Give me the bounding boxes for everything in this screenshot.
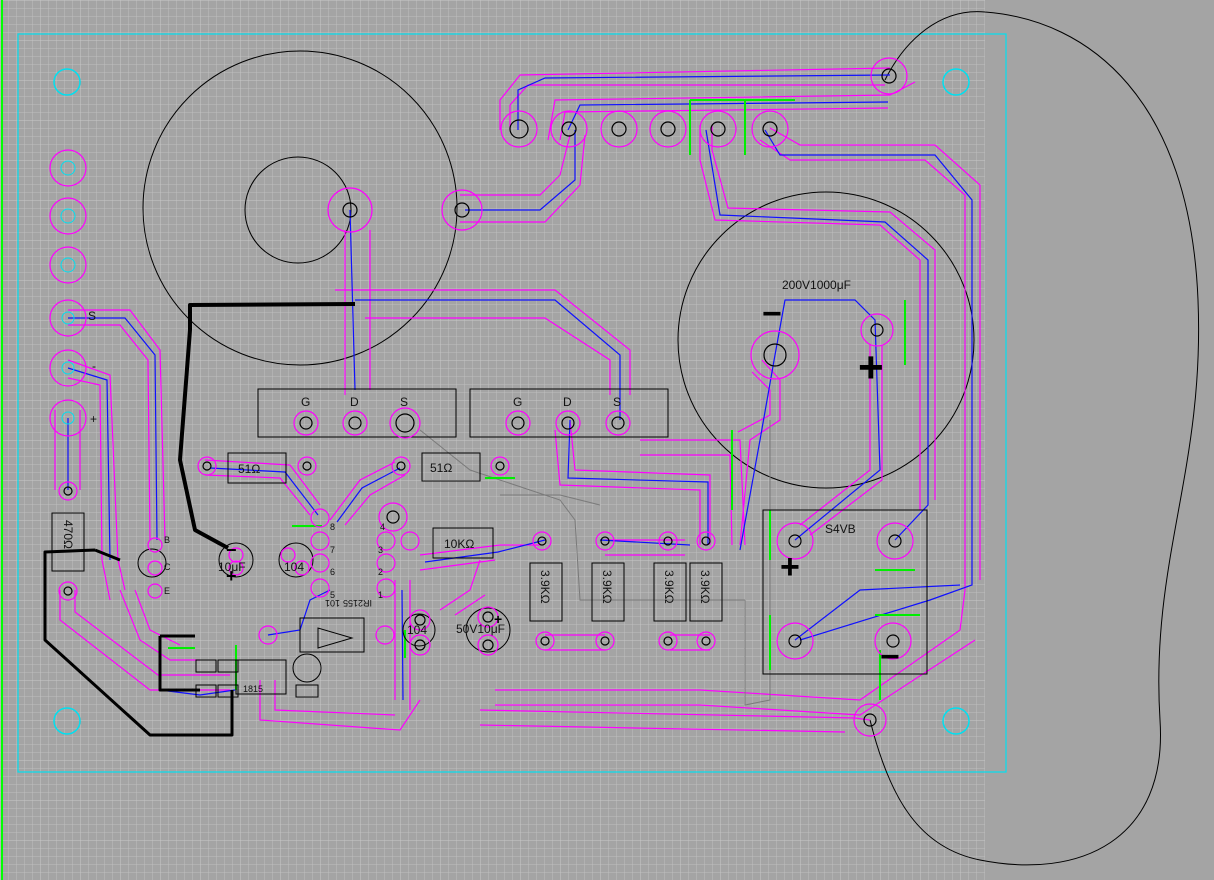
resistor-470: [51, 512, 85, 572]
label-r470: 470Ω: [61, 520, 75, 549]
cap-104-body: [278, 542, 314, 578]
label-cap-104-mid: 104: [407, 623, 427, 637]
ic-body: [299, 617, 365, 653]
capacitor-200v-outline: [677, 191, 975, 489]
label-ic: IR2155: [343, 598, 372, 608]
enclosure-outline: [869, 11, 1200, 866]
cap10-minus-mark: −: [226, 540, 237, 560]
label-pin-8: 8: [330, 522, 335, 532]
label-g-left: G: [301, 395, 310, 409]
resistor-51-left: [227, 452, 287, 484]
label-g-right: G: [513, 395, 522, 409]
bridge-rectifier-body: [762, 509, 928, 675]
label-pin-5: 5: [330, 590, 335, 600]
cap-50v-body: [465, 607, 511, 653]
label-cap-200v: 200V1000μF: [782, 278, 851, 292]
pads: [49, 57, 914, 737]
label-pin-4: 4: [380, 522, 385, 532]
label-conn-s: S: [88, 309, 96, 323]
mount-hole-tl: [53, 68, 81, 96]
label-tr-c: C: [164, 562, 171, 572]
cap-10uf-body: [218, 542, 254, 578]
mount-hole-br: [942, 707, 970, 735]
label-pin-2: 2: [378, 567, 383, 577]
mosfet-right-body: [469, 388, 669, 438]
resistor-51-right: [421, 452, 481, 482]
cap10-plus-mark: +: [226, 566, 237, 586]
transformer-core: [244, 156, 352, 264]
mount-hole-bl: [53, 707, 81, 735]
resistor-3k9-c: [653, 562, 687, 622]
label-tr-b: B: [164, 535, 170, 545]
resistor-10k: [432, 527, 494, 559]
mount-hole-tr: [942, 68, 970, 96]
label-cap-50v: 50V10μF: [456, 622, 505, 636]
silkscreen: [51, 388, 928, 695]
bridge-plus-mark: +: [780, 548, 800, 586]
label-r3k9-b: 3.9KΩ: [600, 570, 614, 604]
label-r3k9-a: 3.9KΩ: [538, 570, 552, 604]
resistor-3k9-b: [591, 562, 625, 622]
bridge-minus-mark: −: [880, 638, 900, 676]
board-outline: [17, 33, 1007, 773]
cap-plus-mark: +: [858, 343, 884, 392]
label-d-right: D: [563, 395, 572, 409]
label-pin-3: 3: [378, 545, 383, 555]
label-bridge: S4VB: [825, 522, 856, 536]
resistor-3k9-d: [689, 562, 723, 622]
label-pin-7: 7: [330, 545, 335, 555]
cap-minus-mark: −: [762, 295, 782, 333]
label-r10k: 10KΩ: [444, 537, 474, 551]
label-s-right: S: [613, 395, 621, 409]
label-pin-6: 6: [330, 567, 335, 577]
jumper-wires: [43, 302, 356, 737]
label-cap-10uf-text: 10μF: [218, 560, 246, 574]
label-tr-1815: 1815: [243, 684, 263, 694]
text-labels: 200V1000μF S4VB 51Ω 51Ω 10KΩ 3.9KΩ 3.9KΩ…: [61, 278, 900, 694]
label-tr-e: E: [164, 586, 170, 596]
label-d-left: D: [350, 395, 359, 409]
label-conn-minus: -: [92, 359, 96, 373]
label-s-left: S: [400, 395, 408, 409]
bottom-layer-traces: [67, 74, 973, 701]
grid-area-major: [0, 0, 985, 880]
transistor-1815-body: [235, 659, 287, 695]
label-r51-left: 51Ω: [238, 462, 260, 476]
label-r3k9-d: 3.9KΩ: [698, 570, 712, 604]
mosfet-left-body: [257, 388, 457, 438]
cap50-plus-mark: +: [494, 611, 502, 627]
label-pin-1: 1: [378, 590, 383, 600]
transistor-body: [137, 548, 167, 578]
resistor-3k9-a: [529, 562, 563, 622]
label-conn-plus: +: [90, 412, 97, 426]
label-r3k9-c: 3.9KΩ: [662, 570, 676, 604]
label-ic-pin: 101: [325, 598, 340, 608]
mounting-holes: [53, 68, 970, 735]
label-cap-104-left: 104: [284, 560, 304, 574]
label-r51-right: 51Ω: [430, 461, 452, 475]
transformer-outline: [142, 50, 458, 366]
cap-104-mid-body: [402, 613, 436, 647]
